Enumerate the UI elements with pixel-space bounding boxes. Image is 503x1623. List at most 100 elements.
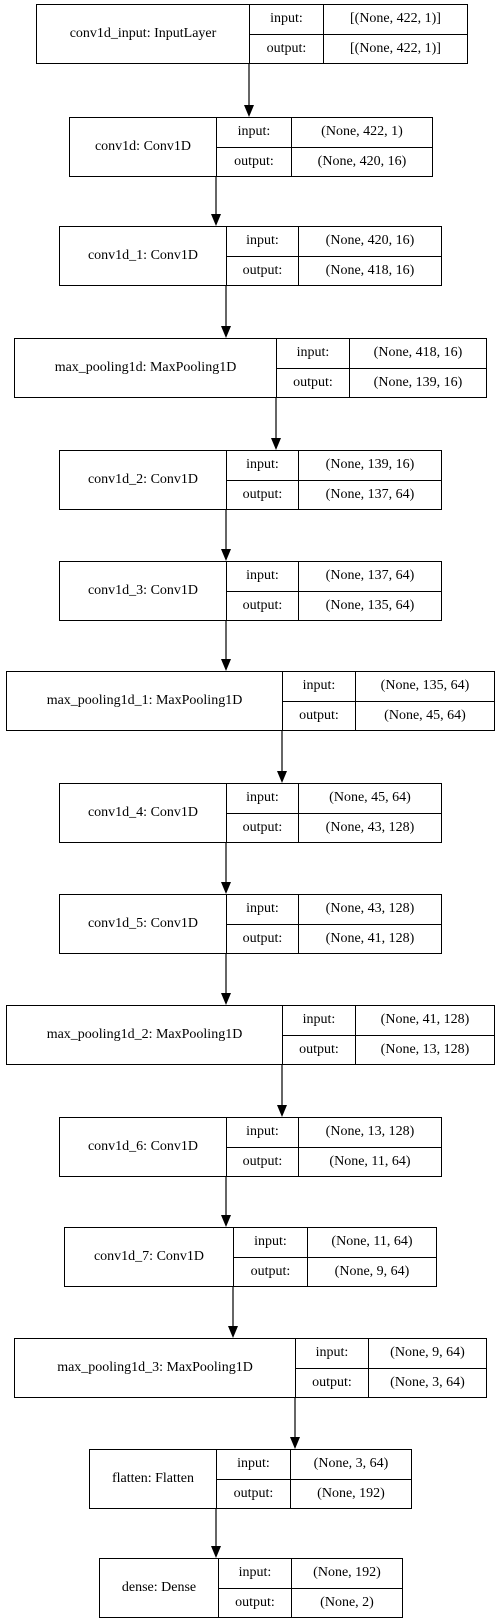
input-label: input: (302, 678, 336, 694)
output-shape: (None, 420, 16) (292, 146, 432, 177)
output-shape: (None, 418, 16) (299, 255, 441, 286)
output-shape: (None, 41, 128) (299, 923, 441, 954)
output-shape: (None, 11, 64) (299, 1146, 441, 1177)
input-label: input: (296, 345, 330, 361)
input-label: input: (246, 1124, 279, 1140)
input-shape: (None, 13, 128) (325, 1124, 415, 1140)
output-label: output: (227, 812, 298, 843)
input-shape: (None, 41, 128) (380, 1012, 470, 1028)
layer-name: max_pooling1d_1: MaxPooling1D (7, 672, 283, 730)
input-shape: (None, 418, 16) (373, 345, 463, 361)
layer-name: conv1d_2: Conv1D (60, 451, 227, 509)
output-label: output: (277, 367, 349, 398)
port-labels: input: output: (227, 562, 299, 620)
port-labels: input:output: (227, 451, 299, 509)
output-label: output: (219, 1587, 291, 1618)
layer-name: max_pooling1d_2: MaxPooling1D (7, 1006, 283, 1064)
layer-name: conv1d_7: Conv1D (65, 1228, 234, 1286)
input-label: input: (270, 11, 303, 27)
input-shape: (None, 11, 64) (331, 1234, 413, 1250)
input-label: input: (246, 568, 279, 584)
layer-node-max-pooling1d-2: max_pooling1d_2: MaxPooling1D input: outpu… (6, 1005, 495, 1065)
layer-name: conv1d_5: Conv1D (60, 895, 227, 953)
tensor-shapes: (None, 418, 16) (None, 139, 16) (350, 339, 486, 397)
port-labels: input: output: (227, 784, 299, 842)
output-label: output: (227, 590, 298, 621)
input-shape: (None, 137, 64) (325, 568, 415, 584)
input-label: input: (315, 1345, 349, 1361)
port-labels: input: output: (217, 1450, 291, 1508)
arrow-head-icon (277, 1105, 287, 1117)
input-shape: (None, 192) (313, 1565, 381, 1581)
arrow-head-icon (277, 771, 287, 783)
input-shape: (None, 9, 64) (390, 1345, 465, 1361)
tensor-shapes: (None, 139, 16) (None, 137, 64) (299, 451, 441, 509)
input-label: input: (246, 233, 279, 249)
port-labels: input: output: (250, 5, 324, 63)
input-shape: (None, 422, 1) (321, 124, 403, 140)
output-label: output: (227, 1146, 298, 1177)
output-label: output: (227, 923, 298, 954)
output-label: output: (227, 479, 298, 510)
layer-name: flatten: Flatten (90, 1450, 217, 1508)
tensor-shapes: (None, 3, 64) (None, 192) (291, 1450, 411, 1508)
output-shape: (None, 192) (291, 1478, 411, 1509)
input-shape: (None, 135, 64) (380, 678, 470, 694)
port-labels: input: output: (227, 1118, 299, 1176)
input-shape: (None, 3, 64) (313, 1456, 389, 1472)
input-shape: (None, 420, 16) (325, 233, 415, 249)
arrow-head-icon (211, 214, 221, 226)
output-shape: (None, 45, 64) (356, 700, 494, 731)
input-shape: (None, 139, 16) (325, 457, 415, 473)
port-labels: input:output: (296, 1339, 369, 1397)
output-shape: [(None, 422, 1)] (324, 33, 467, 64)
layer-name: conv1d_input: InputLayer (37, 5, 250, 63)
output-shape: (None, 9, 64) (308, 1256, 436, 1287)
arrow-head-icon (221, 326, 231, 338)
tensor-shapes: (None, 192)(None, 2) (292, 1559, 402, 1617)
output-label: output: (217, 1478, 290, 1509)
arrow-head-icon (221, 993, 231, 1005)
layer-name: conv1d_3: Conv1D (60, 562, 227, 620)
input-label: input: (238, 1565, 272, 1581)
layer-name: conv1d_1: Conv1D (60, 227, 227, 285)
output-label: output: (234, 1256, 307, 1287)
layer-name: conv1d: Conv1D (70, 118, 217, 176)
tensor-shapes: (None, 420, 16) (None, 418, 16) (299, 227, 441, 285)
output-shape: (None, 135, 64) (299, 590, 441, 621)
input-label: input: (302, 1012, 336, 1028)
arrow-head-icon (290, 1437, 300, 1449)
layer-name: conv1d_6: Conv1D (60, 1118, 227, 1176)
layer-name: max_pooling1d: MaxPooling1D (15, 339, 277, 397)
arrow-head-icon (244, 105, 254, 117)
port-labels: input:output: (217, 118, 292, 176)
input-label: input: (237, 1456, 270, 1472)
output-label: output: (250, 33, 323, 64)
output-label: output: (283, 700, 355, 731)
output-label: output: (217, 146, 291, 177)
output-shape: (None, 139, 16) (350, 367, 486, 398)
output-label: output: (283, 1034, 355, 1065)
layer-name: dense: Dense (100, 1559, 219, 1617)
input-label: input: (246, 790, 279, 806)
tensor-shapes: (None, 137, 64) (None, 135, 64) (299, 562, 441, 620)
arrow-head-icon (221, 1215, 231, 1227)
port-labels: input: output: (283, 672, 356, 730)
input-shape: [(None, 422, 1)] (350, 11, 441, 27)
input-shape: (None, 43, 128) (325, 901, 415, 917)
port-labels: input:output: (227, 227, 299, 285)
output-shape: (None, 13, 128) (356, 1034, 494, 1065)
layer-name: conv1d_4: Conv1D (60, 784, 227, 842)
tensor-shapes: (None, 9, 64)(None, 3, 64) (369, 1339, 486, 1397)
tensor-shapes: (None, 422, 1) (None, 420, 16) (292, 118, 432, 176)
port-labels: input: output: (283, 1006, 356, 1064)
output-shape: (None, 137, 64) (299, 479, 441, 510)
